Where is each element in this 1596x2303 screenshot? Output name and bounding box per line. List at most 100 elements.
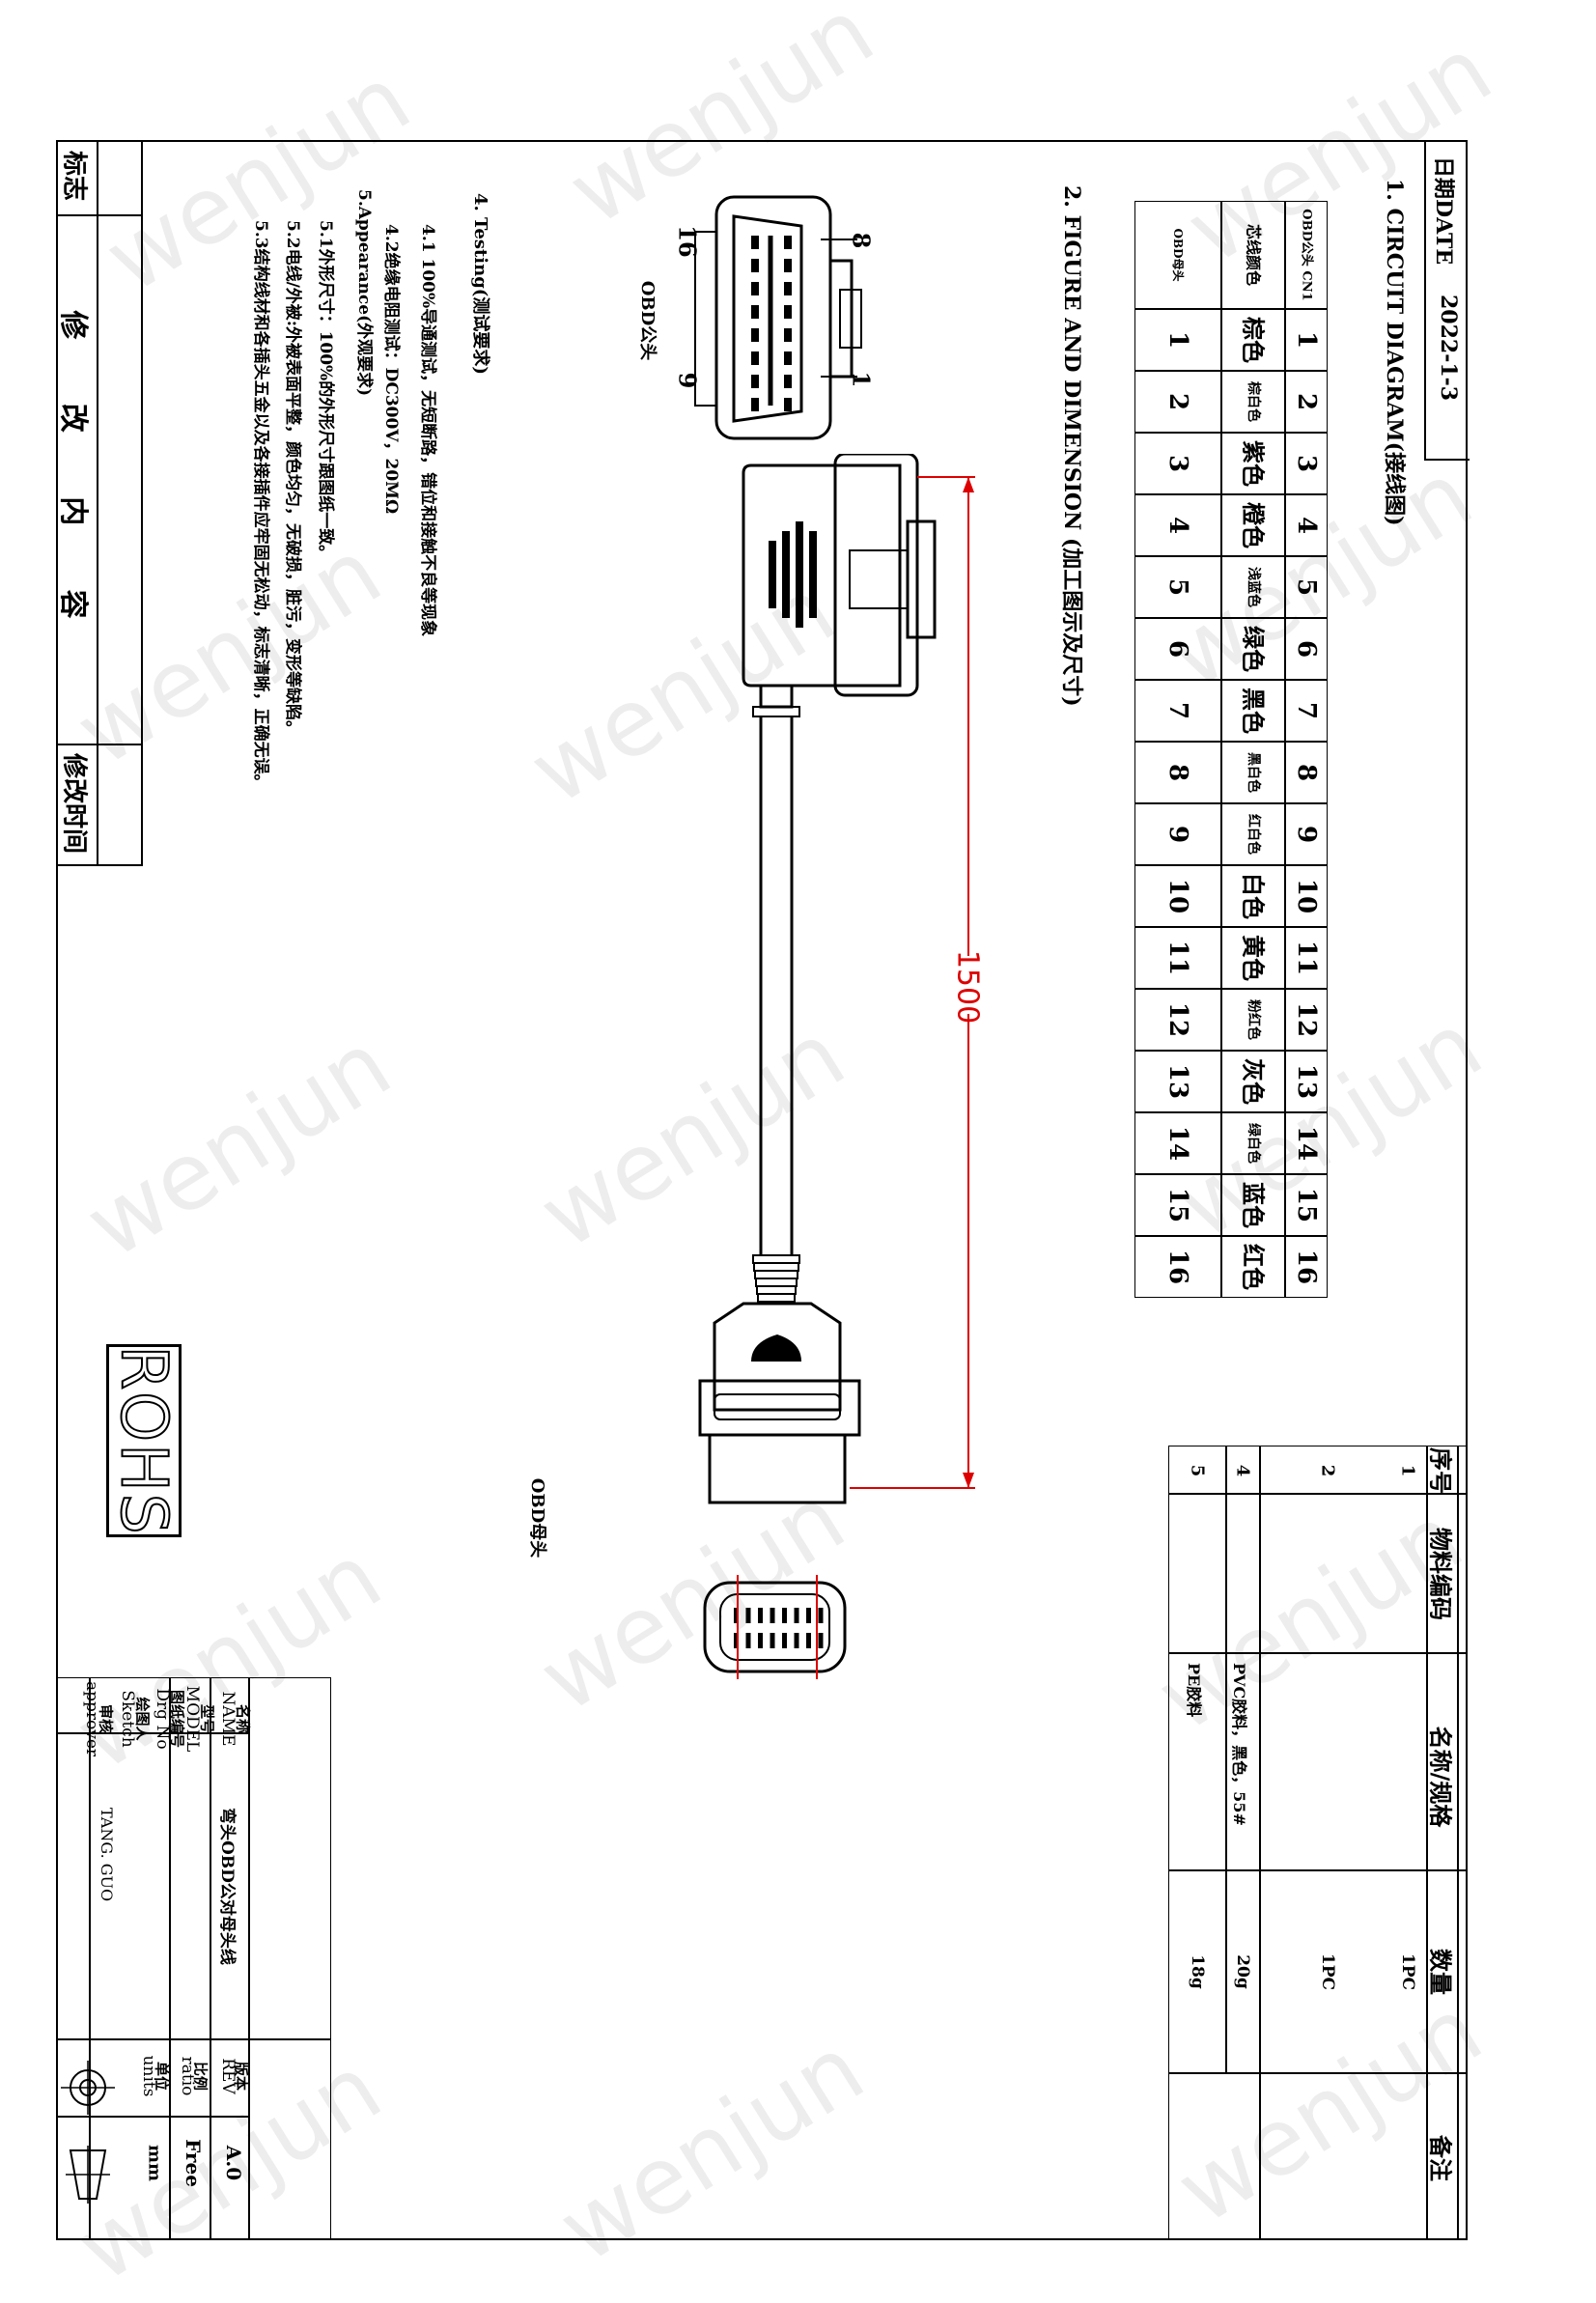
female-connector-face: [703, 1575, 847, 1679]
title-units-value: mm: [144, 2144, 165, 2182]
circuit-color-11: 黄色: [1240, 935, 1268, 981]
date-box: [1424, 140, 1470, 461]
bom-header-name: 名称/规格: [1426, 1726, 1455, 1828]
circuit-pin-4: 4: [1292, 517, 1321, 534]
title-rev-label-en: REV: [218, 2058, 238, 2094]
circuit-color-3: 紫色: [1240, 440, 1268, 487]
strain-relief-rib-2: [754, 1270, 798, 1279]
circuit-female-pin-7: 7: [1163, 702, 1192, 719]
bom-table: [1168, 1446, 1468, 2240]
male-connector-face: [694, 195, 862, 440]
appearance-item-1: 5.1外形尺寸：100%的外形尺寸跟图纸一致。: [316, 220, 335, 562]
circuit-female-pin-11: 11: [1163, 941, 1192, 975]
revision-time-label: 修改时间: [59, 752, 89, 855]
female-pin-bottom-1: [745, 1633, 751, 1648]
bom-row-2-qty: 1PC: [1318, 1952, 1337, 1991]
testing-item-2: 4.2绝缘电阻测试：DC300V，20MΩ: [381, 224, 401, 515]
male-pin-top-5: [784, 351, 792, 365]
circuit-color-14: 绿白色: [1246, 1123, 1262, 1164]
female-pin-bottom-3: [770, 1633, 775, 1648]
revision-content-label: 修 改 内 容: [56, 310, 90, 646]
circuit-pin-13: 13: [1292, 1064, 1321, 1099]
bom-header-no: 序号: [1426, 1447, 1455, 1494]
circuit-color-5: 浅蓝色: [1246, 567, 1262, 607]
male-pin-bottom-1: [751, 259, 759, 272]
male-pin-8-label: 8: [847, 232, 876, 249]
male-pin-top-4: [784, 328, 792, 342]
date-label: 日期DATE: [1431, 156, 1456, 266]
title-drg-label-en: Drg No: [153, 1688, 172, 1750]
circuit-color-15: 蓝色: [1240, 1182, 1268, 1228]
circuit-female-pin-9: 9: [1163, 826, 1192, 843]
bom-header-qty: 数量: [1426, 1949, 1455, 1995]
bom-row-5-no: 5: [1187, 1464, 1208, 1477]
title-name-value: 弯头OBD公对母头线: [217, 1808, 237, 1965]
appearance-title: 5.Appearance(外观要求): [354, 189, 374, 397]
male-pin-1-label: 1: [847, 371, 876, 388]
circuit-female-pin-10: 10: [1163, 879, 1192, 913]
revision-strip-hline-1: [56, 214, 141, 216]
title-ratio-label-en: ratio: [178, 2056, 197, 2096]
circuit-pin-12: 12: [1292, 1002, 1321, 1037]
title-name-label-en: NAME: [218, 1691, 238, 1747]
strain-relief-rib-4: [756, 1285, 797, 1295]
circuit-pin-11: 11: [1292, 941, 1321, 975]
circuit-header-pin: OBD公头 CN1: [1300, 209, 1315, 300]
female-pin-top-7: [818, 1608, 824, 1623]
strain-relief-rib-0: [752, 1254, 800, 1264]
female-pin-top-4: [782, 1608, 787, 1623]
male-pin-top-2: [784, 282, 792, 295]
circuit-female-pin-16: 16: [1163, 1250, 1192, 1284]
circuit-color-13: 灰色: [1240, 1058, 1268, 1105]
revision-mark-label: 标志: [59, 150, 89, 202]
male-pin-bottom-3: [751, 305, 759, 319]
circuit-female-pin-6: 6: [1163, 640, 1192, 658]
circuit-diagram-title: 1. CIRCUIT DIAGRAM(接线图): [1382, 179, 1407, 526]
cable-assembly-drawing: [698, 454, 975, 1504]
revision-strip-hline-2: [56, 744, 141, 745]
circuit-header-color: 芯线颜色: [1245, 224, 1263, 286]
circuit-color-10: 白色: [1240, 873, 1268, 919]
date-value: 2022-1-3: [1436, 295, 1461, 402]
female-pin-top-2: [758, 1608, 763, 1623]
female-pin-bottom-4: [782, 1633, 787, 1648]
female-pin-top-6: [806, 1608, 811, 1623]
female-pin-top-1: [745, 1608, 751, 1623]
title-rev-value: A.0: [222, 2145, 245, 2181]
circuit-female-pin-12: 12: [1163, 1002, 1192, 1037]
female-pin-top-3: [770, 1608, 775, 1623]
circuit-female-pin-13: 13: [1163, 1064, 1192, 1099]
bom-row-5-name: PE胶料: [1185, 1663, 1203, 1718]
circuit-pin-6: 6: [1292, 640, 1321, 658]
female-pin-top-0: [734, 1608, 739, 1623]
circuit-color-7: 黑色: [1240, 688, 1268, 734]
circuit-female-pin-8: 8: [1163, 764, 1192, 781]
male-pin-top-7: [784, 398, 792, 411]
female-pin-bottom-2: [758, 1633, 763, 1648]
appearance-item-2: 5.2电线/外被:外被表面平整，颜色均匀，无破损，脏污，变形等缺陷。: [283, 220, 302, 738]
circuit-table: OBD公头 CN1芯线颜色OBD母头1棕色12棕白色23紫色34橙色45浅蓝色5…: [1134, 201, 1328, 1298]
strain-relief-rib-1: [753, 1262, 799, 1272]
bom-row-4-no: 4: [1232, 1464, 1253, 1477]
circuit-color-4: 橙色: [1240, 502, 1268, 548]
male-pin-bottom-6: [751, 375, 759, 388]
title-sketch-label-en: Sketch: [118, 1690, 137, 1748]
rohs-text: ROHS: [106, 1344, 182, 1536]
male-pin-top-1: [784, 259, 792, 272]
circuit-female-pin-14: 14: [1163, 1126, 1192, 1161]
title-approver-label-en: approver: [82, 1680, 101, 1757]
circuit-female-pin-1: 1: [1163, 331, 1192, 349]
revision-strip: [56, 140, 143, 866]
circuit-pin-9: 9: [1292, 826, 1321, 843]
strain-relief-rib-3: [755, 1278, 798, 1287]
testing-item-1: 4.1 100%导通测试，无短断路，错位和接触不良等现象: [418, 224, 437, 637]
title-sketch-value: TANG. GUO: [98, 1808, 116, 1902]
female-connector-label: OBD母头: [527, 1477, 547, 1559]
bom-header-note: 备注: [1426, 2135, 1455, 2181]
bom-row-4-qty: 20g: [1233, 1954, 1252, 1989]
female-pin-bottom-5: [794, 1633, 799, 1648]
circuit-pin-15: 15: [1292, 1188, 1321, 1222]
testing-title: 4. Testing(测试要求): [470, 193, 490, 375]
female-pin-bottom-7: [818, 1633, 824, 1648]
male-pin-bottom-5: [751, 351, 759, 365]
